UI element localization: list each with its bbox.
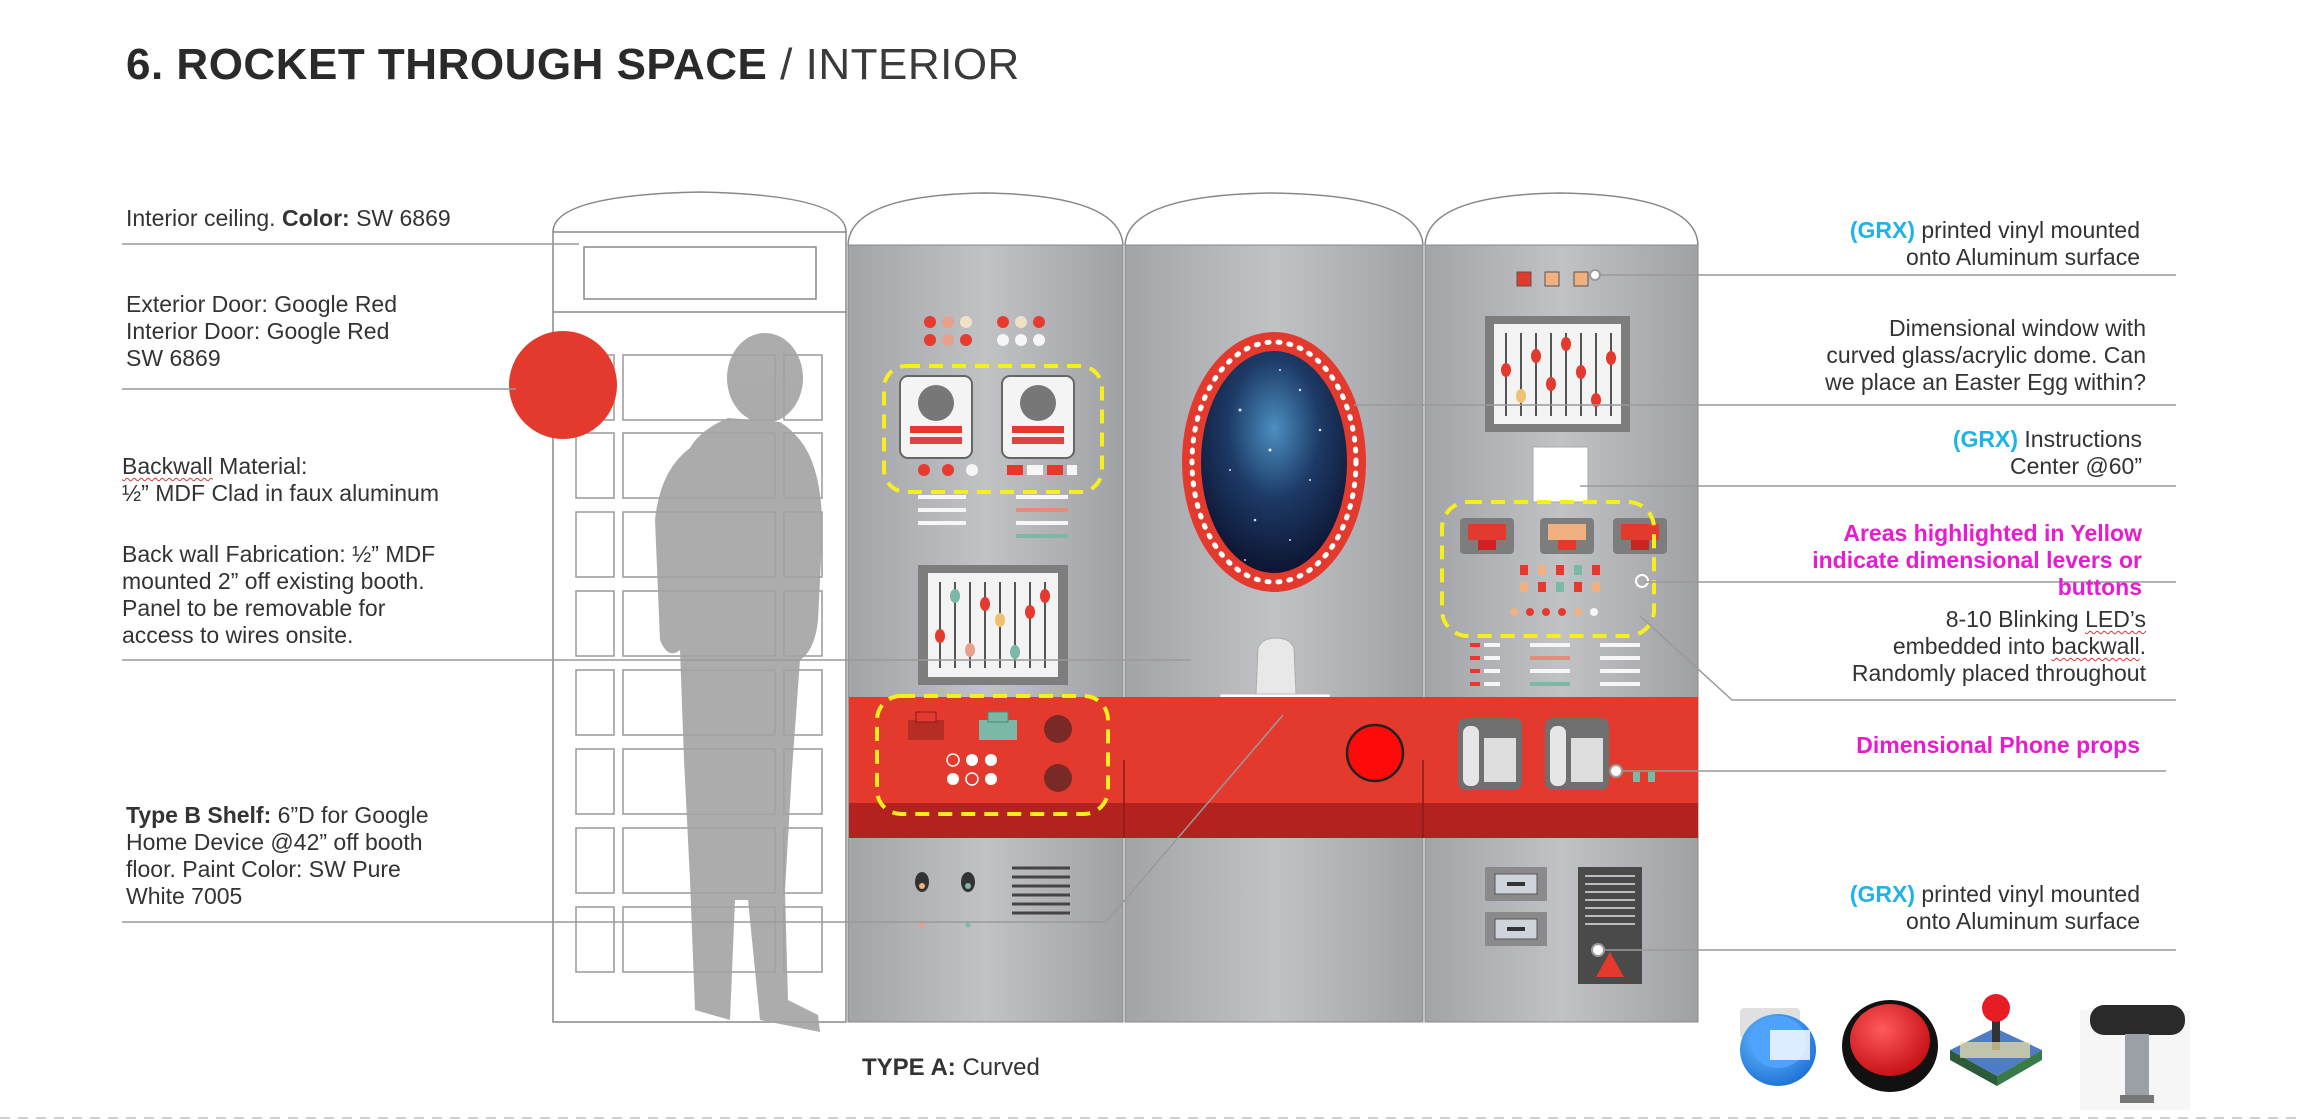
note-door: Exterior Door: Google Red Interior Door:…: [126, 291, 398, 371]
arcade-button-blue-icon: [1740, 1008, 1816, 1086]
note-grx-vinyl-top: (GRX) printed vinyl mounted onto Aluminu…: [1849, 217, 2140, 270]
note-backwall-material: Backwall Material: ½” MDF Clad in faux a…: [122, 453, 439, 506]
note-backwall-fabrication: Back wall Fabrication: ½” MDF mounted 2”…: [122, 541, 436, 648]
note-leds: 8-10 Blinking LED’s embedded into backwa…: [1851, 606, 2146, 686]
note-shelf: Type B Shelf: 6”D for Google Home Device…: [126, 802, 429, 909]
panel-center: [1124, 192, 1424, 1023]
speaker-icon: [899, 375, 1075, 459]
lever-row: [1460, 518, 1667, 554]
lever-handle-icon: [2080, 1005, 2190, 1110]
arcade-button-red-icon: [1842, 1000, 1938, 1092]
porthole-window: [1182, 332, 1366, 592]
joystick-icon: [1950, 994, 2042, 1086]
note-window: Dimensional window with curved glass/acr…: [1825, 315, 2146, 395]
note-instructions: (GRX) Instructions Center @60”: [1952, 426, 2142, 479]
note-phone-props: Dimensional Phone props: [1856, 732, 2140, 758]
counter-band: [849, 694, 1698, 838]
door-handle-circle: [509, 331, 617, 439]
panel-right: [1424, 192, 1699, 1023]
panel-left: [847, 192, 1124, 1023]
note-yellow-areas: Areas highlighted in Yellow indicate dim…: [1812, 520, 2142, 600]
human-silhouette-icon: [655, 333, 823, 1032]
type-caption: TYPE A: Curved: [862, 1054, 1040, 1081]
page-title: 6. ROCKET THROUGH SPACE / INTERIOR: [126, 40, 1020, 89]
phone-icon: [1458, 718, 1609, 790]
big-red-button-icon: [1345, 723, 1405, 783]
note-grx-vinyl-bottom: (GRX) printed vinyl mounted onto Aluminu…: [1849, 881, 2140, 934]
note-ceiling: Interior ceiling. Color: SW 6869: [126, 205, 451, 231]
leader-lines: [122, 243, 2176, 951]
